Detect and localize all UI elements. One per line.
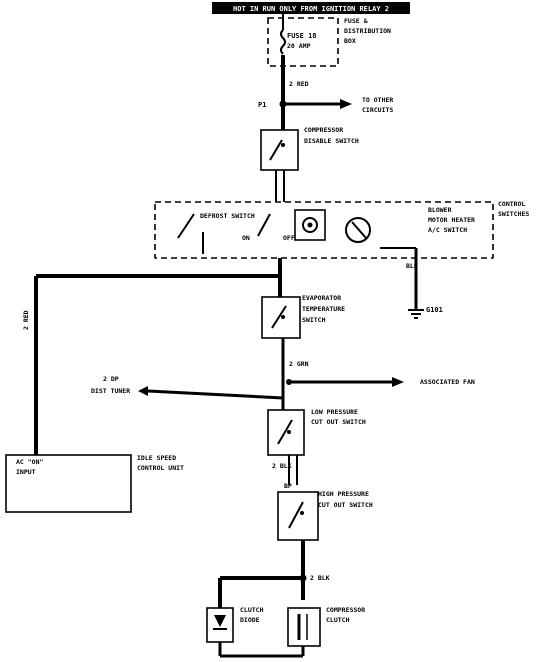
control-label-2: SWITCHES <box>498 210 529 218</box>
mode-on-label: ON <box>242 234 250 242</box>
clutch-label-1: COMPRESSOR <box>326 606 365 614</box>
idle-box-label-1: AC "ON" <box>16 458 43 466</box>
fuse-block-label-1: FUSE & <box>344 17 368 25</box>
wire-label-bottom: 2 BLK <box>310 574 330 582</box>
fuse-box: FUSE 18 20 AMP FUSE & DISTRIBUTION BOX <box>267 17 391 67</box>
idle-box-label-2: INPUT <box>16 468 36 476</box>
low-label-1: LOW PRESSURE <box>311 408 358 416</box>
control-switches-box: CONTROL SWITCHES DEFROST SWITCH ON OFF B… <box>154 200 529 259</box>
diode-label-1: CLUTCH <box>240 606 264 614</box>
wire-label-high-in: BP <box>284 482 292 490</box>
low-label-2: CUT OUT SWITCH <box>311 418 366 426</box>
to-assoc-label: ASSOCIATED FAN <box>420 378 475 386</box>
clutch-diode: CLUTCH DIODE <box>206 606 264 643</box>
fuse-rating: 20 AMP <box>287 42 311 50</box>
control-label-1: CONTROL <box>498 200 525 208</box>
fuse-block-label-3: BOX <box>344 37 356 45</box>
wire-label-mid: 2 GRN <box>289 360 309 368</box>
high-label-2: CUT OUT SWITCH <box>318 501 373 509</box>
fuse-name: FUSE 18 <box>287 32 317 40</box>
header-banner: HOT IN RUN ONLY FROM IGNITION RELAY 2 <box>212 2 410 14</box>
compressor-clutch: COMPRESSOR CLUTCH <box>287 606 365 647</box>
comp-switch-label-2: DISABLE SWITCH <box>304 137 359 145</box>
evap-label-1: EVAPORATOR <box>302 294 341 302</box>
evap-label-2: TEMPERATURE <box>302 305 345 313</box>
wire-label-dist: 2 DP <box>103 375 119 383</box>
splice-label: P1 <box>258 101 266 109</box>
splice-p1: 2 RED P1 TO OTHER CIRCUITS <box>258 80 393 114</box>
idle-label-1: IDLE SPEED <box>137 454 176 462</box>
defrost-switch-label: DEFROST SWITCH <box>200 212 255 220</box>
high-label-1: HIGH PRESSURE <box>318 490 369 498</box>
compressor-disable-switch: COMPRESSOR DISABLE SWITCH <box>260 126 359 171</box>
blower-label-3: A/C SWITCH <box>428 226 467 234</box>
dist-tuner-label: DIST TUNER <box>91 387 130 395</box>
low-pressure-switch: LOW PRESSURE CUT OUT SWITCH 2 BLK <box>267 408 366 470</box>
evap-label-3: SWITCH <box>302 316 326 324</box>
diode-label-2: DIODE <box>240 616 260 624</box>
comp-switch-label-1: COMPRESSOR <box>304 126 343 134</box>
bottom-splice: 2 BLK <box>299 574 330 582</box>
mode-off-label: OFF <box>283 234 295 242</box>
to-circuits-label: CIRCUITS <box>362 106 393 114</box>
clutch-label-2: CLUTCH <box>326 616 350 624</box>
blower-label-1: BLOWER <box>428 206 452 214</box>
wire-label-left: 2 RED <box>22 310 30 330</box>
ground-label: G101 <box>426 306 443 314</box>
idle-label-2: CONTROL UNIT <box>137 464 184 472</box>
ground-g101: BLK G101 <box>406 262 443 319</box>
high-pressure-switch: BP HIGH PRESSURE CUT OUT SWITCH <box>277 482 373 541</box>
blower-label-2: MOTOR HEATER <box>428 216 475 224</box>
wire-label-top: 2 RED <box>289 80 309 88</box>
wire-label-blk: BLK <box>406 262 418 270</box>
wires <box>34 14 418 658</box>
mid-branches: 2 GRN ASSOCIATED FAN 2 DP DIST TUNER <box>91 360 475 396</box>
to-other-label: TO OTHER <box>362 96 393 104</box>
evaporator-temperature-switch: EVAPORATOR TEMPERATURE SWITCH <box>261 294 345 339</box>
idle-speed-control-unit: AC "ON" INPUT IDLE SPEED CONTROL UNIT <box>5 454 184 513</box>
fuse-block-label-2: DISTRIBUTION <box>344 27 391 35</box>
wire-label-low: 2 BLK <box>272 462 292 470</box>
header-title: HOT IN RUN ONLY FROM IGNITION RELAY 2 <box>233 5 389 13</box>
